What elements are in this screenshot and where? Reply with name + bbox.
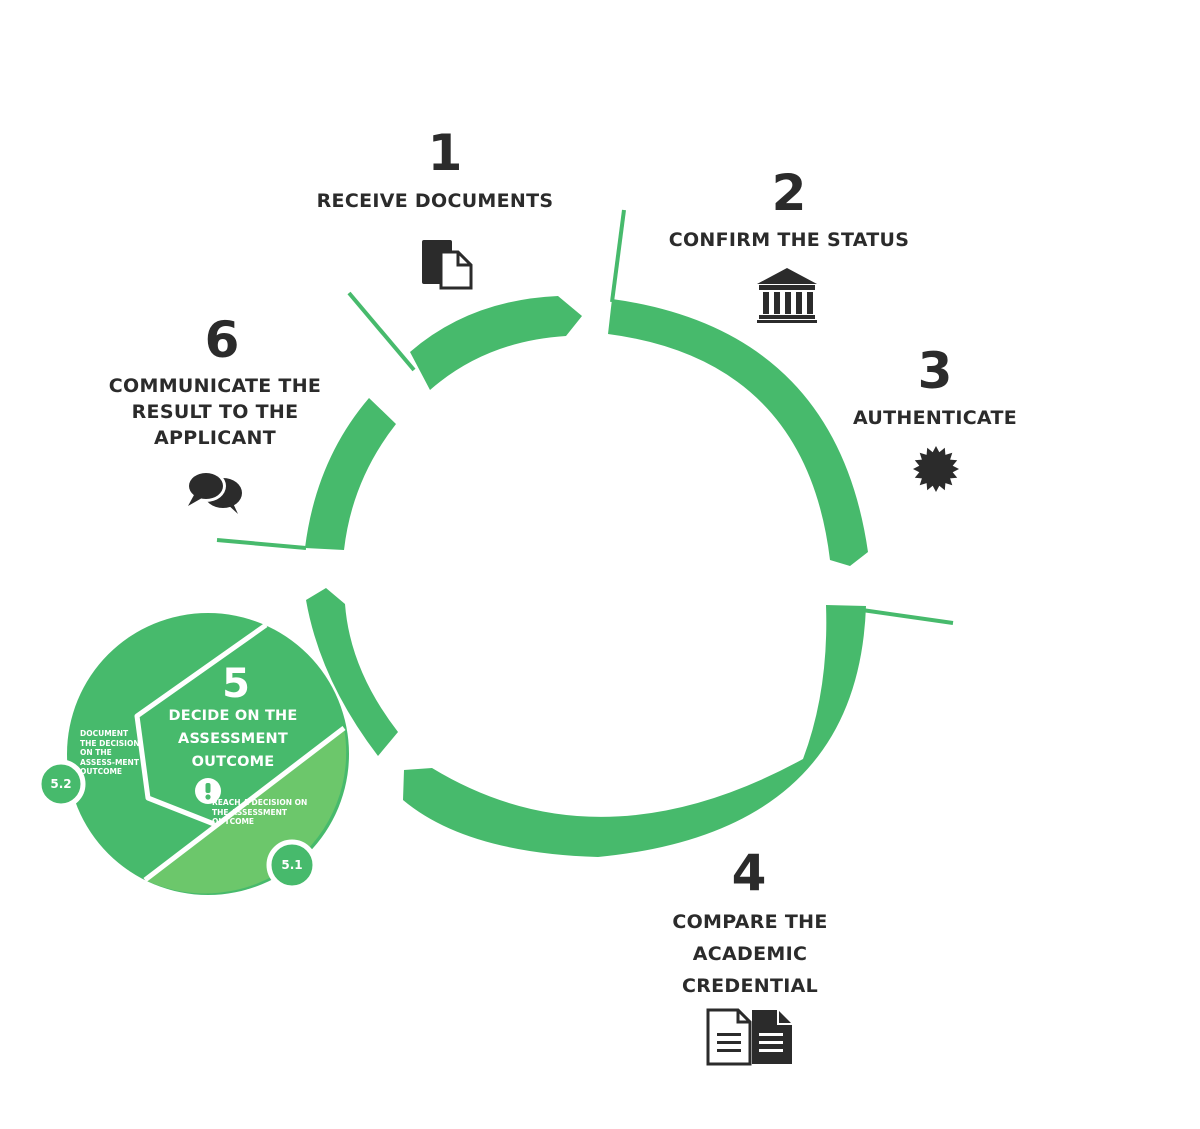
exclamation-icon	[195, 778, 221, 804]
substep-5-2-label: DOCUMENT THE DECISION ON THE ASSESS-MENT…	[80, 729, 140, 776]
seal-icon	[913, 446, 959, 492]
step-4-label: COMPARE THE ACADEMIC CREDENTIAL	[672, 911, 828, 997]
substep-5-2-number: 5.2	[50, 777, 72, 791]
step-2-label: CONFIRM THE STATUS	[668, 229, 910, 251]
step-5-number: 5	[222, 661, 250, 707]
ring-segment-3	[403, 605, 866, 857]
step-2-number: 2	[771, 164, 807, 222]
substep-5-1-number: 5.1	[281, 858, 303, 872]
step-5-label: DECIDE ON THE ASSESSMENT OUTCOME	[168, 708, 298, 770]
step-1-label: RECEIVE DOCUMENTS	[316, 190, 554, 212]
connector-line-2	[610, 209, 626, 303]
step-3-number: 3	[917, 342, 953, 400]
compare-documents-icon	[706, 1008, 792, 1066]
substep-badge-5-2	[36, 759, 86, 809]
ring-segment-1	[410, 296, 582, 390]
step-6-number: 6	[204, 311, 240, 369]
ring-segment-5	[305, 398, 396, 550]
connector-line-1	[347, 291, 416, 372]
ring-segment-4	[306, 588, 398, 756]
step-5-divider-2	[134, 622, 268, 827]
substep-5-1-label: REACH A DECISION ON THE ASSESSMENT OUTCO…	[212, 798, 308, 826]
step-6-label: COMMUNICATE THE RESULT TO THE APPLICANT	[108, 375, 322, 449]
documents-icon	[422, 240, 473, 290]
step-4-number: 4	[731, 844, 767, 902]
ring-segment-2	[608, 299, 868, 566]
step-5-divider-1	[143, 726, 346, 882]
institution-icon	[757, 268, 817, 323]
step-1-number: 1	[427, 124, 463, 182]
connector-line-4	[216, 538, 307, 550]
substep-badge-5-1	[266, 839, 318, 891]
speech-bubbles-icon	[186, 470, 242, 514]
connector-line-3	[861, 608, 954, 625]
step-3-label: AUTHENTICATE	[852, 407, 1018, 429]
